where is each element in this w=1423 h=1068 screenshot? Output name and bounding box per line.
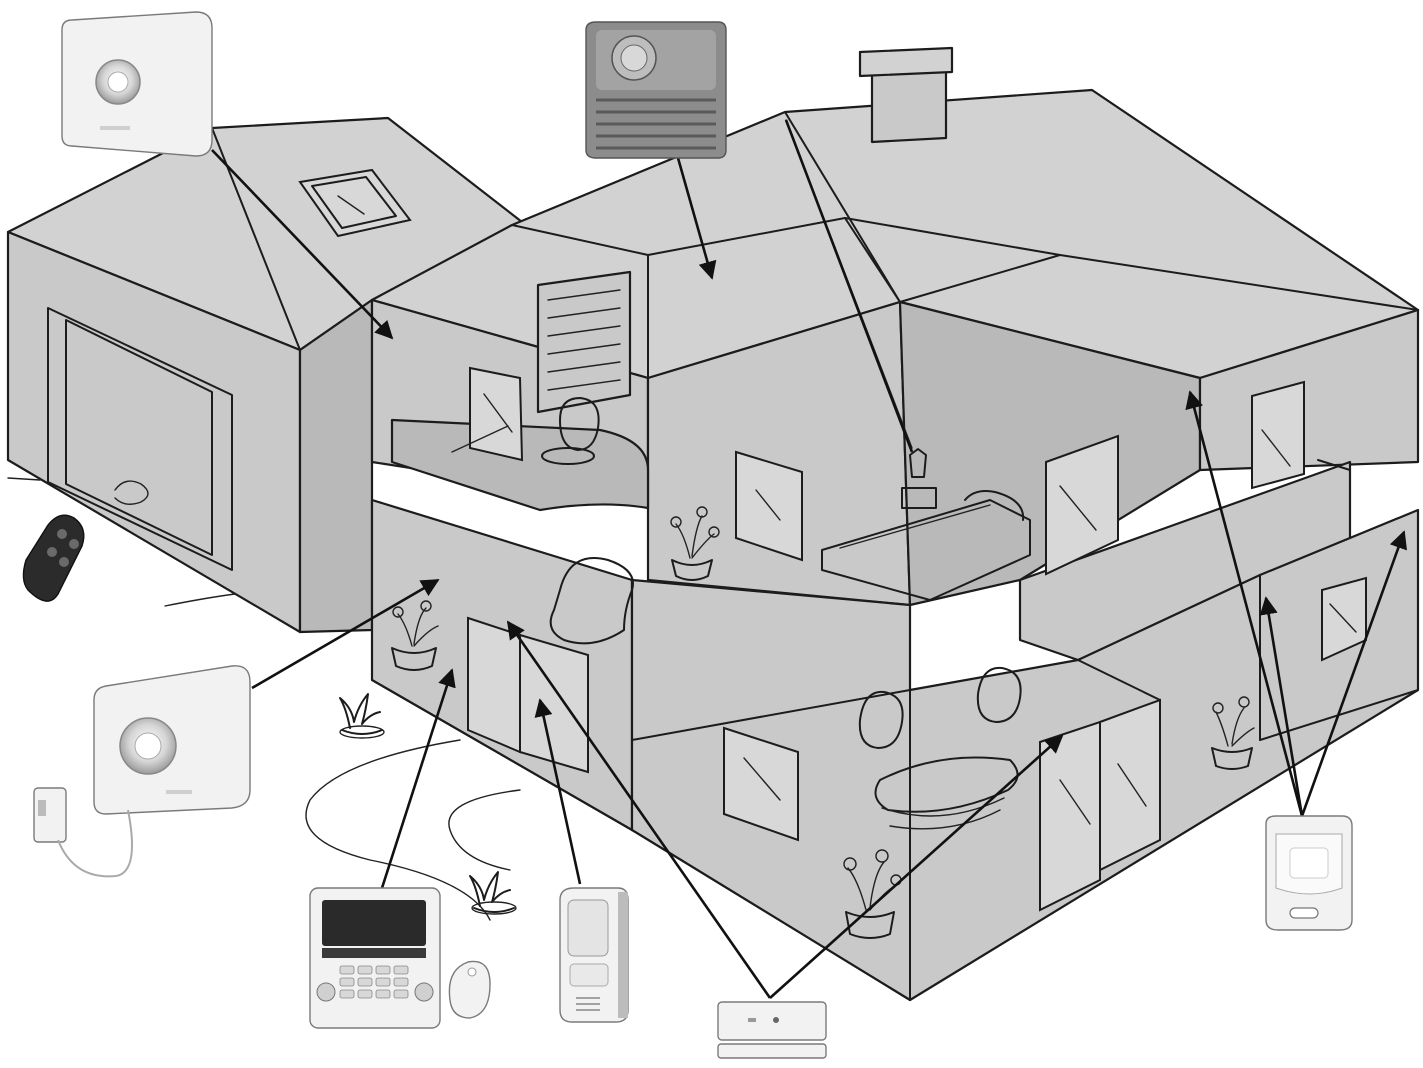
upper-left-window (469, 366, 524, 462)
garage (6, 116, 524, 634)
garage-side-wall (298, 298, 374, 634)
dining-chair-left (858, 690, 904, 749)
motion-detector-icon (1265, 815, 1353, 931)
outdoor-motion-detector-icon (559, 887, 629, 1023)
arrow-opening-detector-patio (769, 734, 1064, 999)
garage-door (65, 319, 213, 556)
main-house (370, 46, 1420, 1002)
arrow-lamp (784, 119, 914, 453)
keypad-icon (309, 887, 441, 1029)
far-upper-window (1251, 380, 1305, 490)
bookshelf (536, 270, 632, 414)
arrow-outdoor-detector (534, 698, 582, 885)
rug (549, 557, 634, 645)
plant-lower-right (1211, 696, 1255, 770)
dining-chair-right (976, 666, 1022, 723)
upstairs-door (1045, 434, 1119, 576)
garden-plant-left (339, 693, 383, 735)
desk-chair (559, 397, 600, 451)
arrow-motion-upper (1185, 390, 1304, 817)
patio-door-left (1039, 720, 1101, 912)
front-door-right (519, 633, 589, 774)
bed (821, 499, 1031, 601)
garden-path-edge (305, 739, 491, 921)
opening-detector-icon (717, 1001, 827, 1059)
connection-arrows (211, 119, 1408, 999)
outdoor-siren-icon (585, 21, 727, 159)
central-unit-icon (33, 665, 251, 878)
remote-control-icon (22, 514, 85, 602)
chimney (870, 66, 948, 144)
front-door-left (467, 616, 521, 754)
arrow-motion-lower (1259, 596, 1304, 817)
arrow-keypad (380, 668, 456, 889)
arrow-central-unit (251, 578, 440, 690)
badge-tag-icon (448, 960, 491, 1019)
garden (305, 693, 521, 921)
garage-door-frame (47, 307, 233, 571)
arrow-indoor-siren (211, 149, 394, 340)
chimney-top (858, 46, 954, 78)
patio-door-right (1099, 698, 1161, 872)
garage-door-handle (114, 480, 149, 505)
indoor-siren-icon (61, 11, 213, 157)
bedside-lamp-left (909, 448, 927, 478)
arrow-opening-detector-door (506, 620, 772, 999)
arrow-motion-far (1300, 530, 1408, 817)
mezzanine-ledge (390, 418, 650, 512)
garden-plant-right (469, 871, 515, 913)
dining-table (874, 756, 1019, 813)
plant-upper (670, 506, 720, 581)
plant-lower-left (391, 600, 439, 671)
lower-middle-window (723, 726, 799, 842)
arrow-outdoor-siren (676, 157, 717, 280)
